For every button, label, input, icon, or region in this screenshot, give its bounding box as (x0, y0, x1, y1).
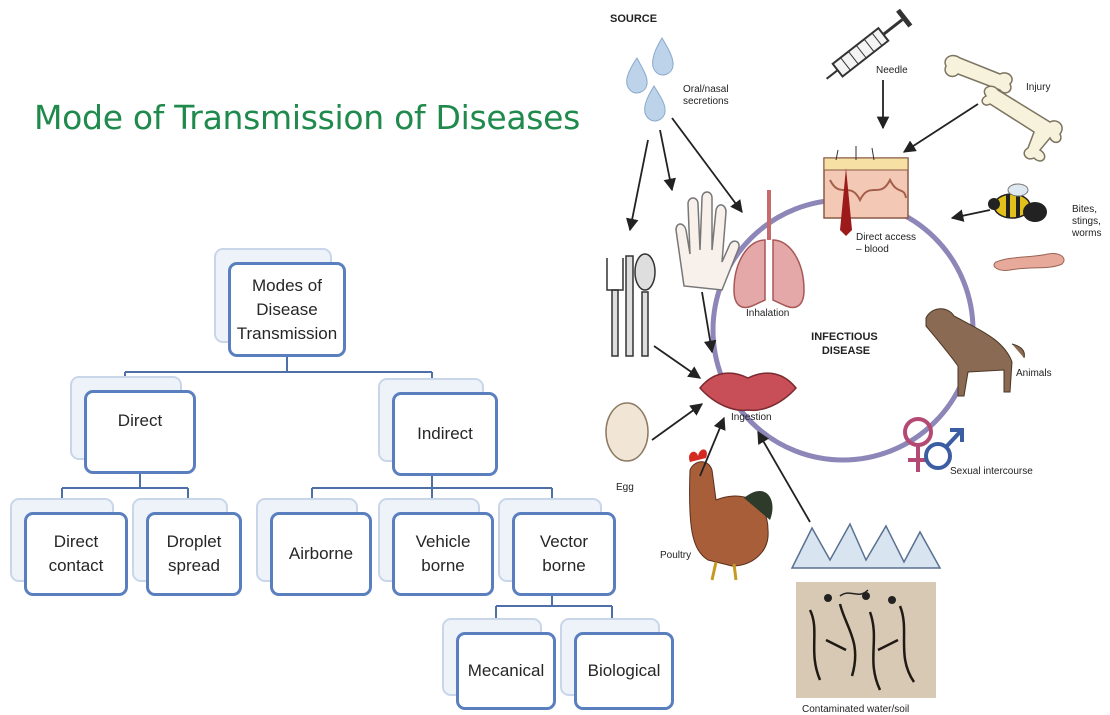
oral-nasal-label: Oral/nasal secretions (683, 84, 731, 107)
animals-label: Animals (1016, 368, 1052, 379)
infectious-disease-label: INFECTIOUS DISEASE (811, 331, 881, 357)
indirect-node: Indirect (392, 392, 498, 476)
tree-connectors (0, 0, 640, 715)
contaminated-water-label: Contaminated water/soil (802, 704, 909, 715)
inhalation-label: Inhalation (746, 308, 789, 319)
direct-contact-label: Direct contact (24, 512, 128, 596)
bites-label: Bites, stings, worms (1071, 204, 1104, 239)
bone-icon (945, 56, 1062, 161)
injury-label: Injury (1026, 82, 1050, 93)
source-label: SOURCE (610, 13, 657, 25)
vehicle-borne-node: Vehicle borne (392, 512, 494, 596)
water-soil-icon (792, 524, 940, 698)
root-node-label: Modes of Disease Transmission (228, 262, 346, 357)
mecanical-node: Mecanical (456, 632, 556, 710)
rooster-icon (689, 449, 772, 580)
direct-access-label: Direct access – blood (856, 232, 919, 255)
droplet-spread-node: Droplet spread (146, 512, 242, 596)
gender-symbols-icon (905, 419, 962, 472)
needle-label: Needle (876, 65, 908, 76)
direct-node: Direct (84, 390, 196, 474)
vehicle-borne-label: Vehicle borne (392, 512, 494, 596)
lips-icon (700, 373, 796, 410)
skin-icon (824, 146, 908, 236)
droplets-icon (627, 38, 673, 121)
poultry-label: Poultry (660, 550, 691, 561)
direct-contact-node: Direct contact (24, 512, 128, 596)
indirect-node-label: Indirect (392, 392, 498, 476)
droplet-spread-label: Droplet spread (146, 512, 242, 596)
ingestion-label: Ingestion (731, 412, 772, 423)
mecanical-label: Mecanical (456, 632, 556, 710)
egg-label: Egg (616, 482, 634, 493)
egg-icon (606, 403, 648, 461)
worm-icon (994, 254, 1064, 271)
root-node: Modes of Disease Transmission (228, 262, 346, 357)
direct-node-label: Direct (84, 390, 196, 474)
airborne-node: Airborne (270, 512, 372, 596)
bee-icon (988, 184, 1047, 222)
sexual-intercourse-label: Sexual intercourse (950, 466, 1033, 477)
hand-icon (676, 192, 739, 290)
cutlery-icon (607, 254, 655, 356)
infection-cycle-diagram: SOURCE Oral/nasal secretions Needle Inju… (596, 0, 1110, 715)
airborne-label: Airborne (270, 512, 372, 596)
